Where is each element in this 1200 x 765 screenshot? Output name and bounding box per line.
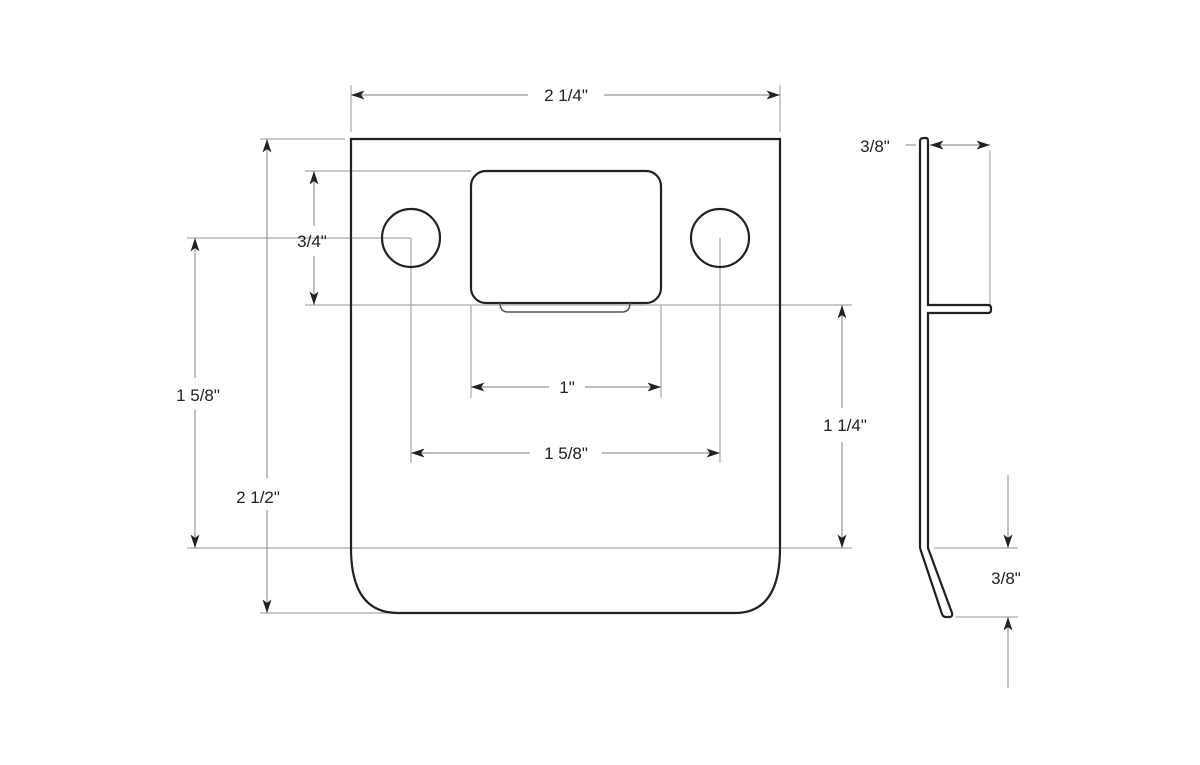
dim-overall-width: 2 1/4" [544,86,588,105]
opening-lip [499,302,631,313]
side-view [918,136,993,619]
dim-opening-width: 1" [559,378,575,397]
front-view [349,137,782,615]
screw-hole-left [380,207,442,269]
dim-bend-height: 3/8" [991,569,1021,588]
dim-hole-to-bottom: 1 5/8" [176,386,220,405]
dim-opening-to-bottom: 1 1/4" [823,416,867,435]
extension-lines [187,85,1018,618]
strike-opening [469,169,663,305]
dim-overall-height: 2 1/2" [236,488,280,507]
side-plate [918,136,993,619]
dim-hole-spacing: 1 5/8" [544,444,588,463]
screw-hole-right [689,207,751,269]
dim-lip-depth: 3/8" [860,137,890,156]
plate-outline [349,137,782,615]
dim-opening-height: 3/4" [297,232,327,251]
dimension-lines [190,90,1013,688]
